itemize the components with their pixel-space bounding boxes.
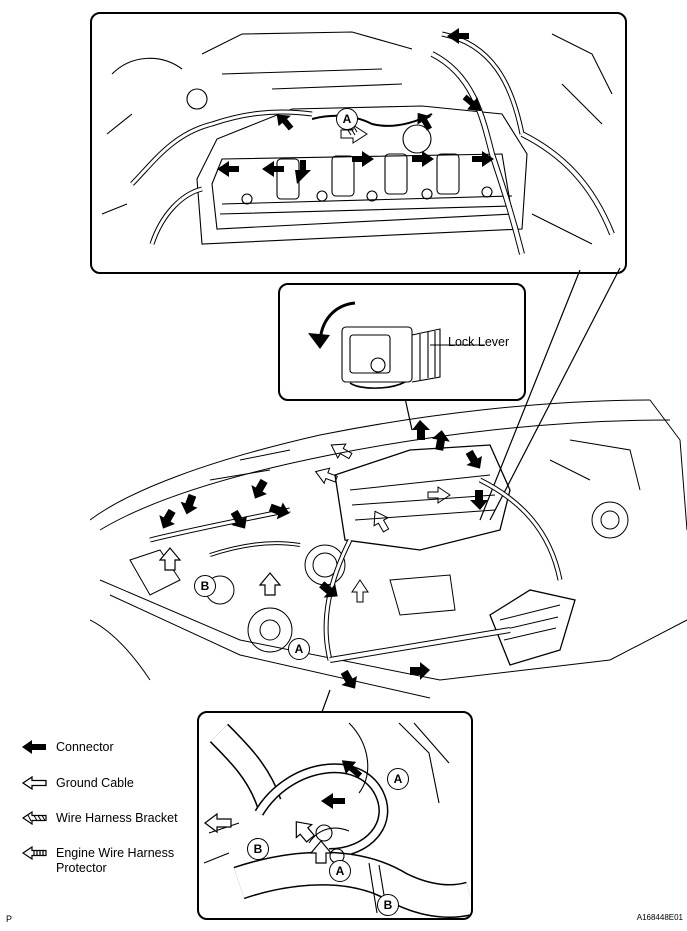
callout-b-main: B	[194, 575, 216, 597]
outline-arrow-icon	[22, 776, 47, 790]
bottom-detail-panel: A B A B	[197, 711, 473, 920]
figure-code: A168448E01	[636, 913, 683, 922]
legend-engine-wire-harness-protector-text: Engine Wire Harness Protector	[56, 846, 174, 876]
legend-wire-harness-bracket: Wire Harness Bracket	[22, 811, 178, 826]
bottom-harness-illustration	[203, 722, 471, 918]
solid-black-arrow-icon	[22, 740, 46, 754]
callout-a-main: A	[288, 638, 310, 660]
engine-bay-illustration	[90, 399, 687, 699]
legend-connector-text: Connector	[56, 740, 114, 754]
corner-label-p: P	[6, 914, 13, 924]
legend-protector-line1: Engine Wire Harness	[56, 846, 175, 860]
top-engine-illustration	[101, 28, 615, 255]
legend-ground-cable: Ground Cable	[22, 776, 134, 791]
callout-b-bottom-2: B	[377, 894, 399, 916]
callout-a-bottom-2: A	[329, 860, 351, 882]
striped-arrow-icon	[22, 846, 47, 860]
callout-a-bottom-1: A	[387, 768, 409, 790]
top-detail-panel: A	[90, 12, 627, 274]
legend-ground-cable-text: Ground Cable	[56, 776, 134, 790]
callout-b-bottom-1: B	[247, 838, 269, 860]
legend-wire-harness-bracket-text: Wire Harness Bracket	[56, 811, 178, 825]
hatched-arrow-icon	[22, 811, 47, 825]
lock-lever-label: Lock Lever	[448, 335, 510, 349]
lock-lever-illustration	[308, 301, 485, 389]
lock-lever-panel: Lock Lever	[278, 283, 526, 401]
legend-protector-line2: Protector	[56, 861, 107, 875]
legend-connector: Connector	[22, 740, 114, 755]
legend-engine-wire-harness-protector: Engine Wire Harness Protector	[22, 846, 174, 876]
callout-a-top: A	[336, 108, 358, 130]
